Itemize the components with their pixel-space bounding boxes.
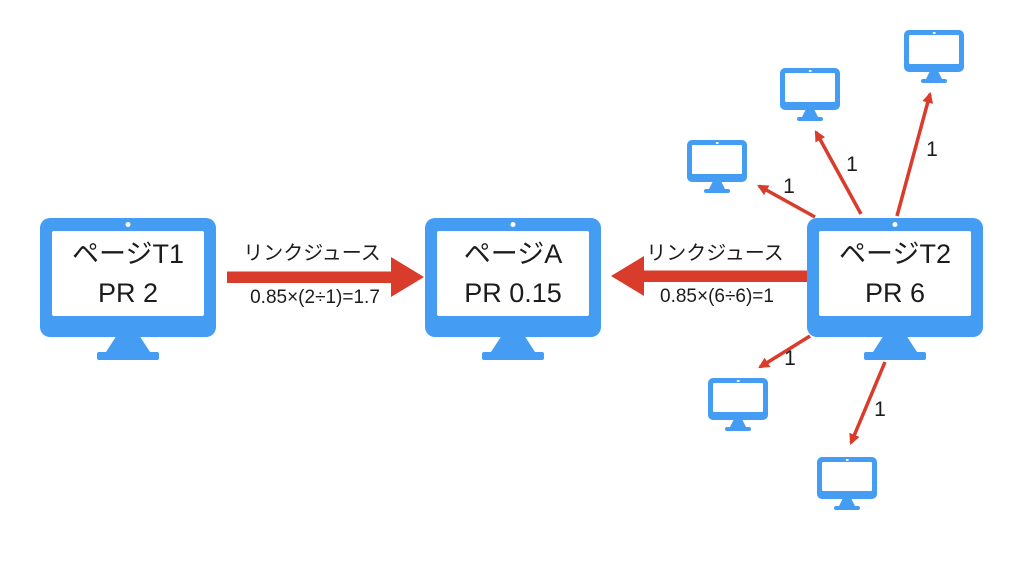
- page-pr-value: PR 6: [864, 277, 926, 308]
- monitor-stand-base: [704, 189, 730, 193]
- monitor-stand-neck: [873, 337, 917, 352]
- outlink-arrow-up-left: [757, 184, 816, 219]
- outlink-value-up-right: 1: [926, 138, 938, 161]
- monitor-screen: [822, 462, 872, 491]
- monitor-stand-base: [834, 506, 860, 510]
- monitor-stand-neck: [730, 420, 746, 427]
- monitor-stand-base: [725, 427, 751, 431]
- outlink-arrow-up-right: [895, 91, 934, 217]
- outlink-arrow-up-middle: [814, 130, 863, 215]
- monitor-stand-base: [797, 117, 823, 121]
- monitor-outlink-top-right: [904, 30, 964, 83]
- camera-dot-icon: [932, 31, 936, 34]
- monitor-page-a: ページA PR 0.15: [425, 218, 601, 360]
- monitor-bezel: ページT2 PR 6: [807, 218, 983, 337]
- link-juice-label-t1: リンクジュース: [243, 242, 381, 265]
- monitor-screen: [909, 35, 959, 64]
- outlink-value-down-right: 1: [874, 398, 886, 421]
- outlink-value-down-left: 1: [784, 347, 796, 370]
- monitor-outlink-bottom-left: [708, 378, 768, 431]
- camera-dot-icon: [125, 222, 131, 227]
- page-title: ページA: [463, 238, 563, 269]
- monitor-screen: [785, 73, 835, 102]
- camera-dot-icon: [845, 458, 849, 461]
- monitor-bezel: [904, 30, 964, 72]
- link-juice-label-t2: リンクジュース: [646, 242, 784, 265]
- monitor-page-t2: ページT2 PR 6: [807, 218, 983, 360]
- monitor-outlink-top-middle: [780, 68, 840, 121]
- monitor-outlink-upper-left: [687, 140, 747, 193]
- page-title: ページT2: [839, 238, 951, 269]
- monitor-stand-neck: [926, 72, 942, 79]
- monitor-stand-neck: [802, 110, 818, 117]
- monitor-screen: ページT2 PR 6: [819, 231, 971, 316]
- camera-dot-icon: [736, 379, 740, 382]
- monitor-stand-neck: [106, 337, 150, 352]
- monitor-stand-base: [864, 352, 926, 360]
- monitor-bezel: ページT1 PR 2: [40, 218, 216, 337]
- camera-dot-icon: [892, 222, 898, 227]
- outlink-value-up-middle: 1: [846, 153, 858, 176]
- link-arrow-t2-to-a: [611, 256, 807, 296]
- monitor-stand-base: [97, 352, 159, 360]
- monitor-screen: ページT1 PR 2: [52, 231, 204, 316]
- page-pr-value: PR 0.15: [464, 277, 562, 308]
- camera-dot-icon: [808, 69, 812, 72]
- monitor-stand-neck: [839, 499, 855, 506]
- monitor-bezel: [708, 378, 768, 420]
- monitor-outlink-bottom-right: [817, 457, 877, 510]
- monitor-screen: [692, 145, 742, 174]
- monitor-page-t1: ページT1 PR 2: [40, 218, 216, 360]
- page-pr-value: PR 2: [97, 277, 159, 308]
- monitor-stand-neck: [709, 182, 725, 189]
- monitor-bezel: [780, 68, 840, 110]
- link-juice-formula-t2: 0.85×(6÷6)=1: [660, 286, 774, 307]
- outlink-value-up-left: 1: [783, 175, 795, 198]
- monitor-stand-base: [921, 79, 947, 83]
- monitor-stand-base: [482, 352, 544, 360]
- monitor-screen: [713, 383, 763, 412]
- monitor-screen: ページA PR 0.15: [437, 231, 589, 316]
- camera-dot-icon: [510, 222, 516, 227]
- link-juice-formula-t1: 0.85×(2÷1)=1.7: [250, 287, 380, 308]
- camera-dot-icon: [715, 141, 719, 144]
- page-title: ページT1: [72, 238, 184, 269]
- monitor-bezel: [687, 140, 747, 182]
- link-arrow-t1-to-a: [227, 257, 424, 297]
- monitor-bezel: [817, 457, 877, 499]
- monitor-bezel: ページA PR 0.15: [425, 218, 601, 337]
- outlink-arrow-down-right: [849, 361, 887, 446]
- outlink-arrow-down-left: [758, 334, 811, 369]
- monitor-stand-neck: [491, 337, 535, 352]
